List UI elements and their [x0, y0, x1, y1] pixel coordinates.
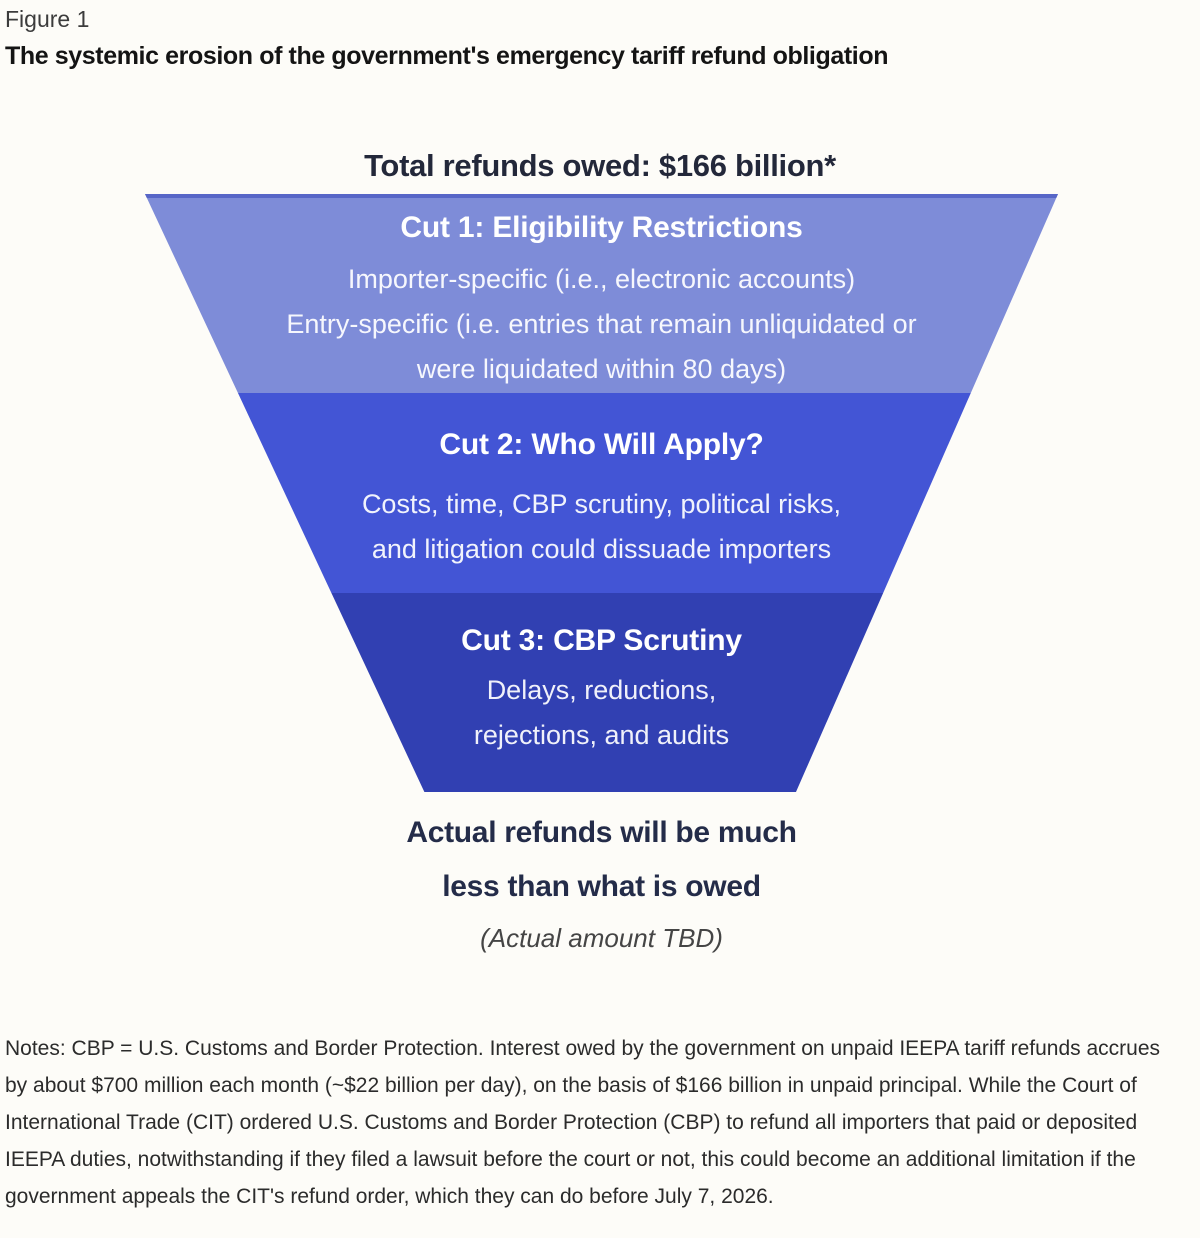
- cut2-line-1: Costs, time, CBP scrutiny, political ris…: [361, 489, 842, 519]
- cut1-line-1: Importer-specific (i.e., electronic acco…: [347, 264, 856, 294]
- total-refunds-heading: Total refunds owed: $166 billion*: [364, 148, 836, 183]
- conclusion-line-1: Actual refunds will be much: [406, 816, 797, 849]
- figure-title: The systemic erosion of the government's…: [5, 42, 889, 70]
- figure-label: Figure 1: [5, 6, 90, 32]
- funnel-diagram: Cut 1: Eligibility Restrictions Importer…: [145, 194, 1058, 792]
- conclusion-line-2: less than what is owed: [442, 870, 761, 903]
- cut3-body: Delays, reductions, rejections, and audi…: [145, 668, 1058, 758]
- cut1-line-3: were liquidated within 80 days): [416, 354, 787, 384]
- cut3-heading: Cut 3: CBP Scrutiny: [461, 624, 742, 657]
- cut3-line-1: Delays, reductions,: [486, 675, 717, 705]
- cut3-line-2: rejections, and audits: [473, 720, 730, 750]
- cut1-line-2: Entry-specific (i.e. entries that remain…: [286, 309, 917, 339]
- funnel-section-cut3: Cut 3: CBP Scrutiny Delays, reductions, …: [145, 593, 1058, 792]
- funnel-top-border: [145, 194, 1058, 198]
- tbd-sublabel: (Actual amount TBD): [480, 923, 723, 953]
- funnel-section-cut2: Cut 2: Who Will Apply? Costs, time, CBP …: [145, 393, 1058, 593]
- cut2-body: Costs, time, CBP scrutiny, political ris…: [145, 482, 1058, 572]
- cut1-body: Importer-specific (i.e., electronic acco…: [145, 257, 1058, 392]
- funnel-section-cut1: Cut 1: Eligibility Restrictions Importer…: [145, 194, 1058, 393]
- cut2-heading: Cut 2: Who Will Apply?: [439, 428, 764, 461]
- cut2-line-2: and litigation could dissuade importers: [371, 534, 832, 564]
- cut1-heading: Cut 1: Eligibility Restrictions: [400, 211, 803, 244]
- notes-paragraph: Notes: CBP = U.S. Customs and Border Pro…: [5, 1037, 1161, 1208]
- conclusion-label: Actual refunds will be much less than wh…: [145, 806, 1058, 914]
